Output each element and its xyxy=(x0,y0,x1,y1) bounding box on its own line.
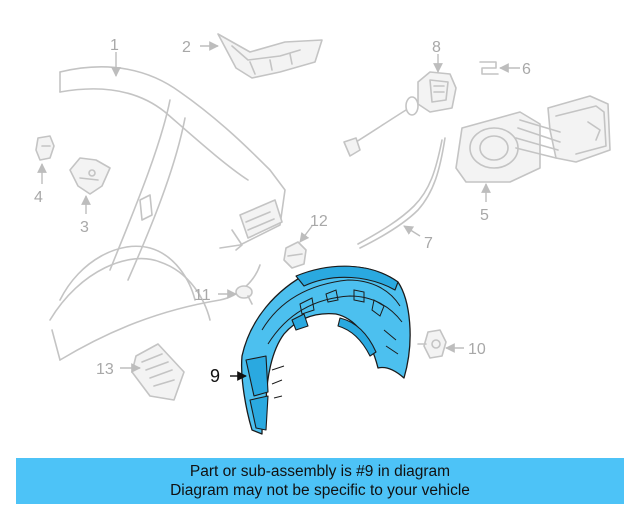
actuator-part-8 xyxy=(343,71,457,157)
callout-5: 5 xyxy=(480,207,489,224)
spring-part-6 xyxy=(479,61,499,75)
bracket-part-3 xyxy=(69,157,111,195)
vent-part-13 xyxy=(131,343,185,401)
callout-7: 7 xyxy=(424,235,433,252)
clip-part-4 xyxy=(35,135,55,161)
banner-line-2: Diagram may not be specific to your vehi… xyxy=(170,482,470,499)
parts-diagram: 1 2 3 4 5 6 7 8 9 10 11 12 13 xyxy=(34,33,611,435)
fuel-door-part-5 xyxy=(455,95,611,183)
callout-3: 3 xyxy=(80,219,89,236)
banner-line-1: Part or sub-assembly is #9 in diagram xyxy=(189,463,451,480)
leader-lines xyxy=(37,41,520,381)
bolt-part-10 xyxy=(417,329,447,359)
callout-8: 8 xyxy=(432,39,441,56)
info-banner: Part or sub-assembly is #9 in diagram Di… xyxy=(16,458,624,504)
callout-2: 2 xyxy=(182,39,191,56)
clip-part-12 xyxy=(283,241,307,269)
callout-9: 9 xyxy=(210,366,220,386)
callout-1: 1 xyxy=(110,37,119,54)
callout-10: 10 xyxy=(468,341,486,358)
callout-13: 13 xyxy=(96,361,114,378)
callout-12: 12 xyxy=(310,213,328,230)
cable-part-7 xyxy=(357,137,446,249)
callout-11: 11 xyxy=(194,287,211,304)
push-pin-part-11 xyxy=(235,285,253,305)
callout-6: 6 xyxy=(522,61,531,78)
callout-4: 4 xyxy=(34,189,43,206)
wheelhouse-liner-part-9 xyxy=(240,265,411,435)
bracket-part-2 xyxy=(217,33,323,79)
quarter-panel-part-1 xyxy=(49,66,286,361)
